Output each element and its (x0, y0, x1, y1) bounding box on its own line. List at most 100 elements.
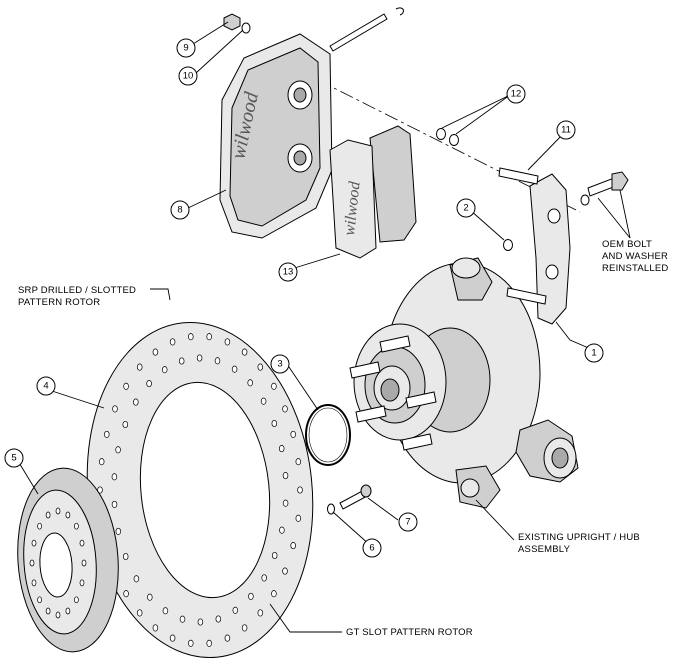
hat-hole (45, 607, 51, 615)
svg-text:12: 12 (511, 89, 522, 100)
label-srp-rotor-2: PATTERN ROTOR (18, 297, 100, 308)
drill-hole (271, 590, 277, 598)
svg-text:5: 5 (11, 453, 16, 464)
drill-hole (241, 348, 248, 356)
hat-hole (31, 539, 37, 547)
drill-hole (146, 380, 152, 388)
hat-hole (37, 596, 42, 604)
drill-hole (282, 405, 288, 413)
callout-9: 9 (176, 38, 196, 58)
drill-hole (169, 338, 176, 346)
drill-hole (122, 420, 129, 429)
drill-hole (115, 527, 122, 535)
drill-hole (248, 592, 254, 600)
drill-hole (257, 609, 264, 617)
callout-5: 5 (4, 448, 24, 468)
callout-1: 1 (584, 343, 604, 363)
callout-4: 4 (36, 376, 56, 396)
drill-hole (206, 333, 212, 341)
drill-hole (178, 357, 185, 365)
drill-hole (215, 615, 222, 623)
drill-hole (260, 397, 267, 405)
svg-text:11: 11 (561, 125, 571, 136)
drill-hole (136, 363, 143, 371)
callout-3: 3 (270, 354, 290, 374)
drill-hole (232, 606, 239, 614)
label-oem-bolt-2: AND WASHER (602, 251, 668, 262)
oem-bolt-and-washer (580, 171, 629, 206)
rotor-hat (17, 467, 119, 653)
svg-text:3: 3 (277, 359, 282, 370)
drill-hole (295, 514, 302, 522)
caliper-mounting-bracket (529, 173, 571, 325)
drill-hole (257, 363, 264, 371)
bracket-bolts (498, 167, 547, 305)
svg-text:4: 4 (43, 381, 48, 392)
hat-hole (79, 539, 85, 547)
drill-hole (279, 526, 285, 534)
drill-hole (133, 575, 140, 583)
hat-hole (65, 511, 71, 519)
drill-hole (271, 551, 278, 560)
hat-hole (31, 579, 37, 587)
o-ring (305, 404, 351, 466)
drill-hole (123, 590, 129, 598)
srp-rotor (86, 322, 314, 658)
label-srp-rotor-1: SRP DRILLED / SLOTTED (18, 285, 136, 296)
drill-hole (282, 567, 288, 575)
drill-hole (278, 445, 285, 453)
hat-hole (55, 611, 61, 619)
drill-hole (147, 593, 153, 601)
drill-hole (188, 639, 194, 647)
hat-hole (37, 522, 42, 530)
drill-hole (115, 446, 121, 454)
hat-bolt-holes (29, 507, 87, 619)
spacer-washer (503, 239, 513, 251)
drill-hole (111, 473, 118, 481)
pad-logo: wilwood (341, 180, 364, 237)
drill-hole (104, 430, 110, 438)
drill-hole (162, 607, 169, 615)
drill-hole (214, 357, 221, 365)
hat-hole (74, 522, 79, 530)
drill-hole (97, 486, 103, 494)
drill-hole (290, 430, 296, 438)
hat-hole (45, 511, 51, 519)
hat-hole (29, 559, 35, 567)
drill-hole (196, 354, 203, 362)
drill-hole (224, 338, 231, 346)
drill-hole (282, 472, 289, 480)
label-gt-slot-rotor: GT SLOT PATTERN ROTOR (346, 627, 473, 638)
svg-text:1: 1 (591, 348, 596, 359)
hat-hole (74, 596, 79, 604)
drill-hole (133, 398, 139, 406)
drill-hole (297, 486, 303, 494)
drill-hole (123, 382, 129, 390)
shim-washer-b (449, 134, 459, 146)
drill-hole (197, 618, 204, 626)
drill-hole (282, 499, 289, 507)
drill-hole (112, 405, 118, 413)
caliper-nut (223, 13, 241, 31)
drill-hole (290, 542, 296, 550)
upright-hub-assembly (349, 257, 579, 509)
callout-8: 8 (170, 200, 190, 220)
drill-hole (152, 348, 159, 356)
label-upright-1: EXISTING UPRIGHT / HUB (518, 532, 640, 543)
drill-hole (136, 609, 143, 617)
hat-hole (79, 579, 85, 587)
drill-hole (169, 634, 176, 642)
drill-hole (188, 333, 194, 341)
rotor-washer (327, 503, 335, 515)
drill-hole (231, 365, 238, 373)
callout-6: 6 (362, 538, 382, 558)
drill-hole (98, 458, 105, 466)
svg-text:10: 10 (183, 71, 194, 82)
svg-text:8: 8 (177, 205, 182, 216)
svg-text:7: 7 (405, 517, 410, 528)
drill-hole (295, 458, 302, 466)
drill-hole (111, 500, 118, 508)
label-oem-bolt-3: REINSTALLED (602, 263, 668, 274)
drill-hole (206, 639, 212, 647)
label-upright-2: ASSEMBLY (518, 544, 571, 555)
